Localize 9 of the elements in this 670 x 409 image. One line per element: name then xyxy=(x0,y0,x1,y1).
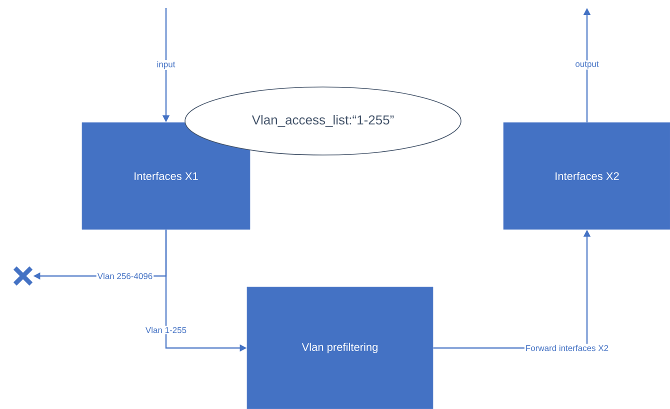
edge-label: input xyxy=(157,61,176,69)
cross-mark xyxy=(12,266,34,286)
edge-label: output xyxy=(576,61,599,69)
process-box: Interfaces X2 xyxy=(503,122,670,230)
edge-label: Forward interfaces X2 xyxy=(526,344,608,352)
process-box: Interfaces X1 xyxy=(82,122,250,230)
edge-label: Vlan 256-4096 xyxy=(97,272,152,280)
process-box: Vlan prefiltering xyxy=(246,286,434,409)
edge-label: Vlan 1-255 xyxy=(145,326,186,334)
